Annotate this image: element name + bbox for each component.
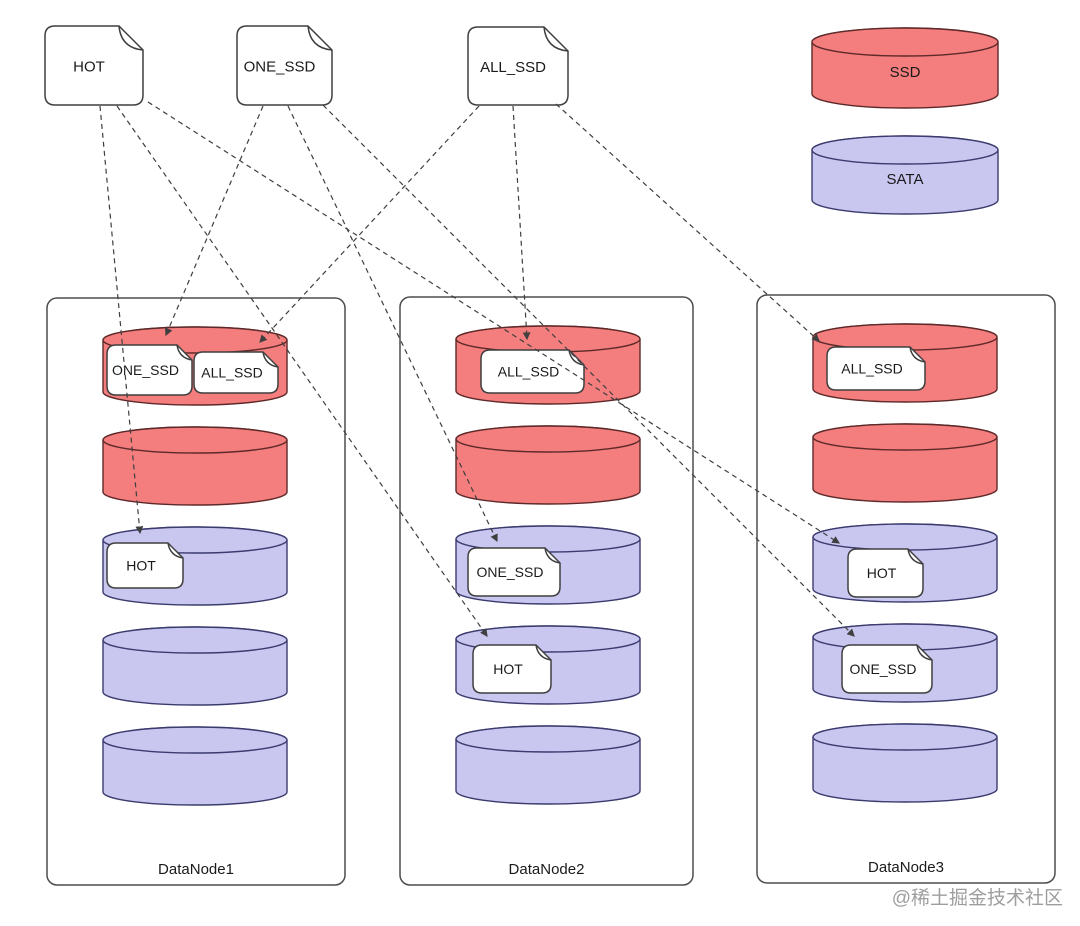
datanode-label: DataNode3 [868, 859, 944, 876]
disk-cylinder-sata [455, 725, 641, 805]
disk-cylinder-ssd [455, 325, 641, 405]
disk-cylinder-sata [102, 626, 288, 706]
block-doc-label: HOT [126, 558, 156, 574]
legend: SSD SATA [811, 27, 999, 215]
block-doc [106, 344, 193, 396]
block-doc [472, 644, 552, 694]
watermark-text: @稀土掘金技术社区 [892, 887, 1063, 909]
replication-arrows [99, 101, 855, 637]
document-icon [44, 25, 144, 106]
legend-sata-label: SATA [887, 171, 924, 188]
disk-cylinder-ssd [102, 426, 288, 506]
replication-arrow-all_ssd-datanode2 [512, 105, 531, 341]
block-doc [193, 351, 279, 394]
datanode-label: DataNode1 [158, 861, 234, 878]
replication-arrow-hot-datanode3 [147, 101, 840, 544]
block-doc-label: ONE_SSD [850, 661, 917, 677]
block-doc [467, 547, 561, 597]
datanode-3: ALL_SSD HOT ONE_SSD DataNode3 [756, 294, 1056, 884]
replication-arrow-one_ssd-datanode3 [322, 104, 855, 637]
policy-doc-label: ALL_SSD [480, 59, 546, 76]
block-doc-label: ONE_SSD [477, 564, 544, 580]
document-icon [236, 25, 333, 106]
legend-sata-cylinder [811, 135, 999, 215]
datanode-label: DataNode2 [509, 861, 585, 878]
block-doc [847, 548, 924, 598]
block-doc [480, 349, 585, 394]
policy-doc-one_ssd: ONE_SSD [236, 25, 333, 106]
policy-doc-label: HOT [73, 59, 105, 76]
policy-doc-all_ssd: ALL_SSD [467, 26, 569, 106]
block-doc-label: ALL_SSD [841, 361, 902, 377]
block-doc-label: ALL_SSD [201, 365, 262, 381]
policy-doc-label: ONE_SSD [244, 59, 316, 76]
disk-cylinder-ssd [812, 423, 998, 503]
block-doc [106, 542, 184, 589]
block-doc-label: ONE_SSD [112, 362, 179, 378]
disk-cylinder-sata [812, 723, 998, 803]
replication-arrow-one_ssd-datanode1 [164, 105, 264, 337]
legend-ssd-label: SSD [890, 64, 921, 81]
block-doc-label: HOT [867, 565, 897, 581]
disk-cylinder-ssd [455, 425, 641, 505]
document-icon [467, 26, 569, 106]
block-doc-label: HOT [493, 661, 523, 677]
block-doc-label: ALL_SSD [498, 364, 559, 380]
block-doc [826, 346, 926, 391]
datanode-2: ALL_SSD ONE_SSD HOT DataNode2 [399, 296, 694, 886]
datanode-1: ONE_SSD ALL_SSD HOT DataNode1 [46, 297, 346, 886]
disk-cylinder-sata [102, 726, 288, 806]
legend-ssd-cylinder [811, 27, 999, 109]
policy-doc-hot: HOT [44, 25, 144, 106]
block-doc [841, 644, 933, 694]
